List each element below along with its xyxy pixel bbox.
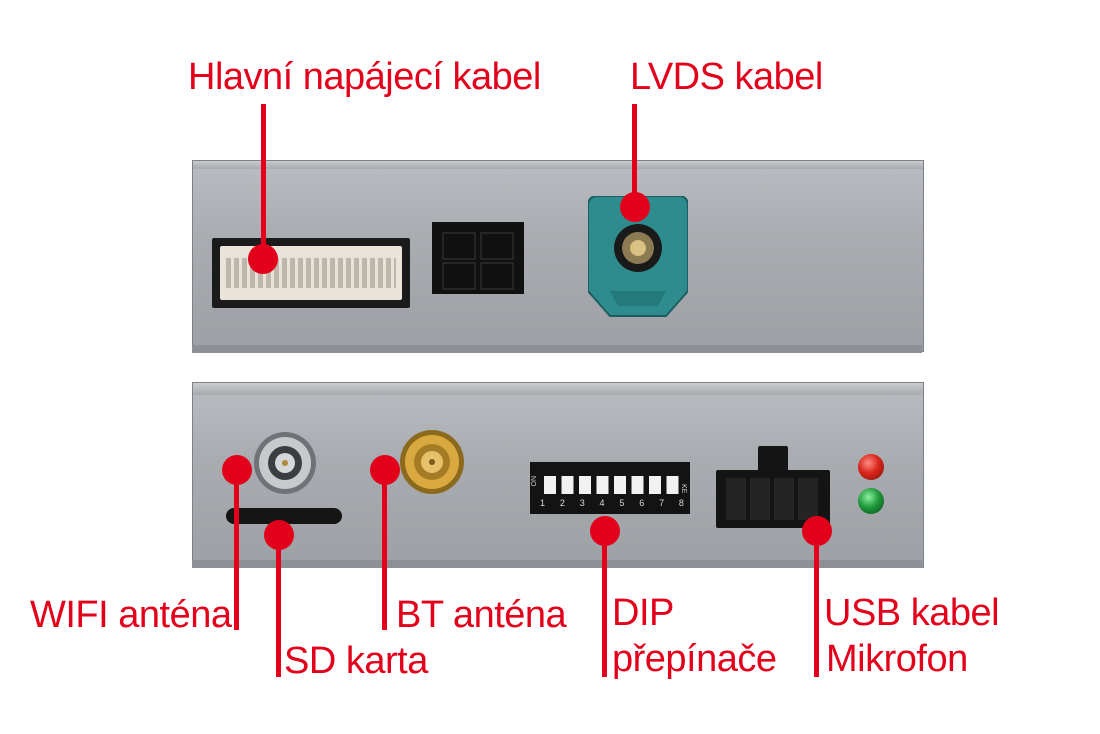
bt-antenna-connector — [400, 430, 464, 494]
lvds-connector — [588, 196, 688, 317]
dip-number: 7 — [659, 498, 665, 508]
dip-number: 6 — [639, 498, 645, 508]
label-main-power: Hlavní napájecí kabel — [188, 56, 541, 98]
led-green — [858, 488, 884, 514]
label-sd: SD karta — [284, 640, 428, 682]
label-wifi: WIFI anténa — [30, 594, 232, 636]
leader-lvds — [632, 104, 637, 206]
main-power-connector — [212, 238, 410, 308]
callout-dot-main-power — [248, 244, 278, 274]
dip-on-mark: ON — [531, 476, 538, 487]
rectangular-opening — [432, 222, 524, 294]
dip-numbers: 1 2 3 4 5 6 7 8 — [540, 498, 684, 508]
leader-usb — [814, 531, 819, 677]
label-dip-line2: přepínače — [612, 638, 777, 680]
bottom-unit-base-edge — [192, 560, 922, 568]
label-lvds: LVDS kabel — [630, 56, 823, 98]
leader-main-power — [261, 104, 266, 256]
leader-bt — [382, 470, 387, 630]
wifi-antenna-connector — [254, 432, 316, 494]
label-dip-line1: DIP — [612, 592, 674, 634]
dip-number: 5 — [619, 498, 625, 508]
led-red — [858, 454, 884, 480]
dip-number: 3 — [579, 498, 585, 508]
top-unit-base-edge — [192, 345, 922, 353]
sd-card-slot — [226, 508, 342, 524]
dip-ke-mark: KE — [680, 484, 687, 494]
dip-number: 1 — [540, 498, 546, 508]
dip-number: 2 — [559, 498, 565, 508]
label-usb-line1: USB kabel — [824, 592, 1000, 634]
leader-sd — [276, 535, 281, 677]
label-bt: BT anténa — [396, 594, 567, 636]
dip-number: 8 — [678, 498, 684, 508]
label-usb-line2: Mikrofon — [826, 638, 968, 680]
callout-dot-lvds — [620, 192, 650, 222]
usb-mic-connector-latch — [758, 446, 788, 472]
dip-number: 4 — [599, 498, 605, 508]
leader-wifi — [234, 470, 239, 630]
leader-dip — [602, 531, 607, 677]
dip-switch-block: ON KE 1 2 3 4 5 6 7 8 — [530, 462, 690, 514]
